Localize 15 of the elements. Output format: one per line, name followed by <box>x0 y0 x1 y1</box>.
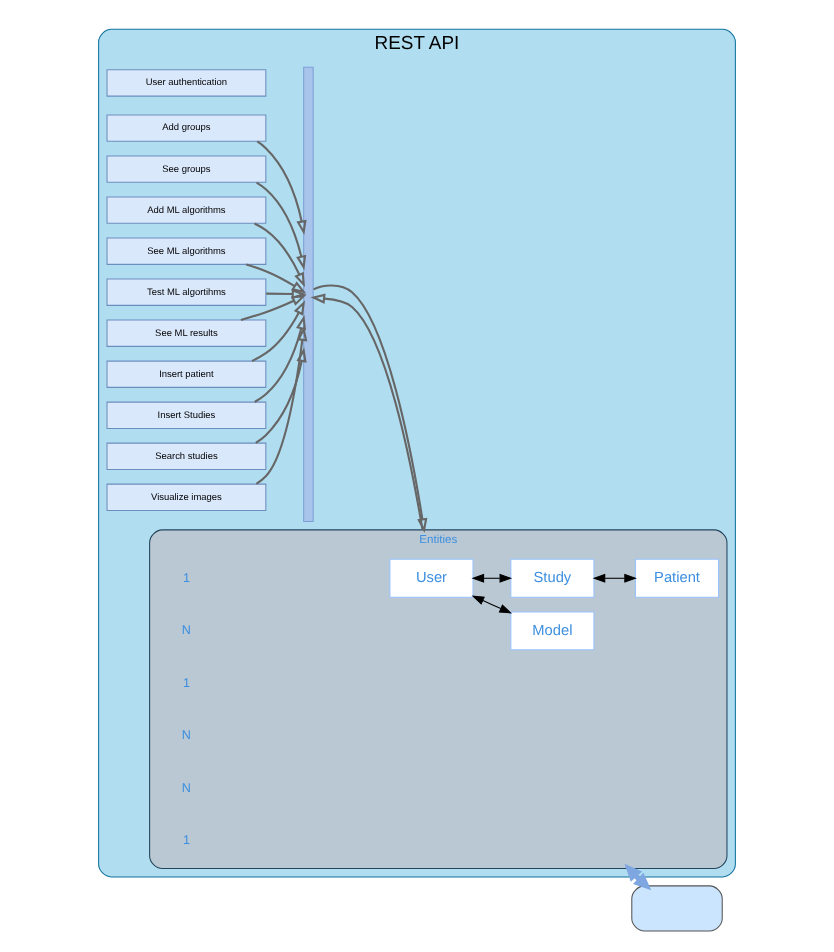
arrow <box>254 222 305 288</box>
node-bar <box>303 66 314 522</box>
arrow <box>255 326 308 485</box>
node-box <box>631 885 723 932</box>
arrow <box>256 140 307 236</box>
arrow <box>266 288 307 300</box>
arrow <box>251 300 306 362</box>
arrow <box>254 314 307 403</box>
arrow <box>255 347 307 444</box>
arrow <box>240 294 307 321</box>
arrow <box>256 181 307 271</box>
arrow <box>624 863 652 891</box>
arrow <box>245 263 307 294</box>
arrow <box>471 595 512 614</box>
arrow <box>592 573 637 583</box>
